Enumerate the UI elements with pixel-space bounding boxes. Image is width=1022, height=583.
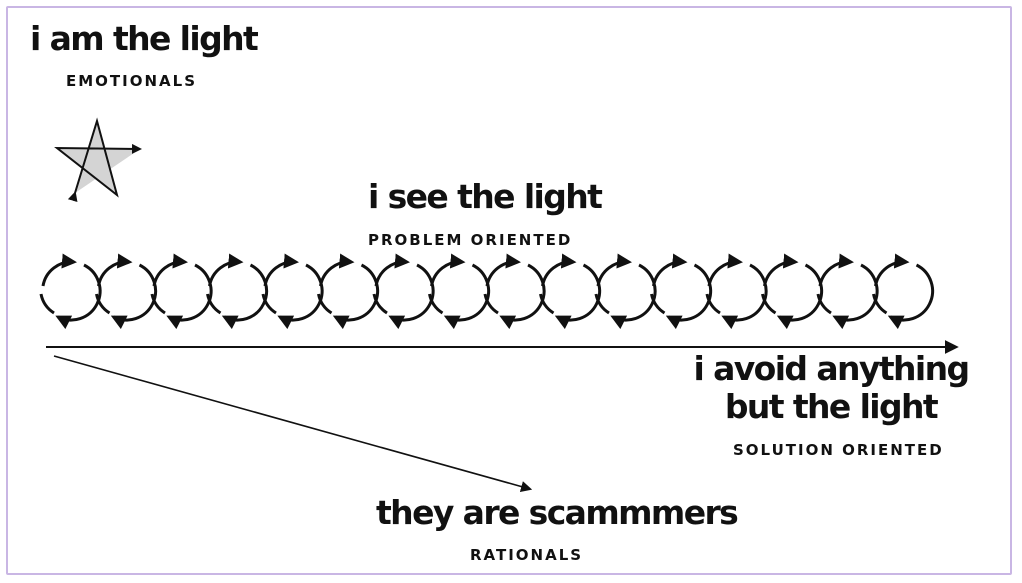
cycle-loop-icon (39, 253, 102, 330)
cycle-loop-icon (150, 253, 213, 330)
canvas-frame (6, 6, 1012, 575)
star-icon (54, 117, 142, 203)
cycle-loop-icon (206, 253, 269, 330)
cycle-loop-icon (761, 253, 824, 330)
cycle-loop-icon (650, 253, 713, 330)
cycle-loop-icon (872, 253, 935, 330)
cycle-loops (39, 253, 935, 330)
cycle-loop-icon (372, 253, 435, 330)
heading-i-am-the-light: i am the light (30, 19, 259, 58)
subheading-emotionals: EMOTIONALS (66, 72, 198, 90)
cycle-loop-icon (705, 253, 768, 330)
subheading-problem-oriented: PROBLEM ORIENTED (368, 231, 573, 249)
cycle-loop-icon (594, 253, 657, 330)
subheading-solution-oriented: SOLUTION ORIENTED (733, 441, 944, 459)
heading-they-are-scammmers: they are scammmers (376, 493, 739, 532)
diagonal-arrow (53, 355, 533, 492)
cycle-loop-icon (95, 253, 158, 330)
cycle-loop-icon (816, 253, 879, 330)
heading-i-avoid-anything-but-the-light: i avoid anything but the light (693, 349, 970, 426)
heading-i-see-the-light: i see the light (368, 177, 603, 216)
cycle-loop-icon (539, 253, 602, 330)
cycle-loop-icon (261, 253, 324, 330)
cycle-loop-icon (428, 253, 491, 330)
cycle-loop-icon (483, 253, 546, 330)
cycle-loop-icon (317, 253, 380, 330)
subheading-rationals: RATIONALS (470, 546, 584, 564)
